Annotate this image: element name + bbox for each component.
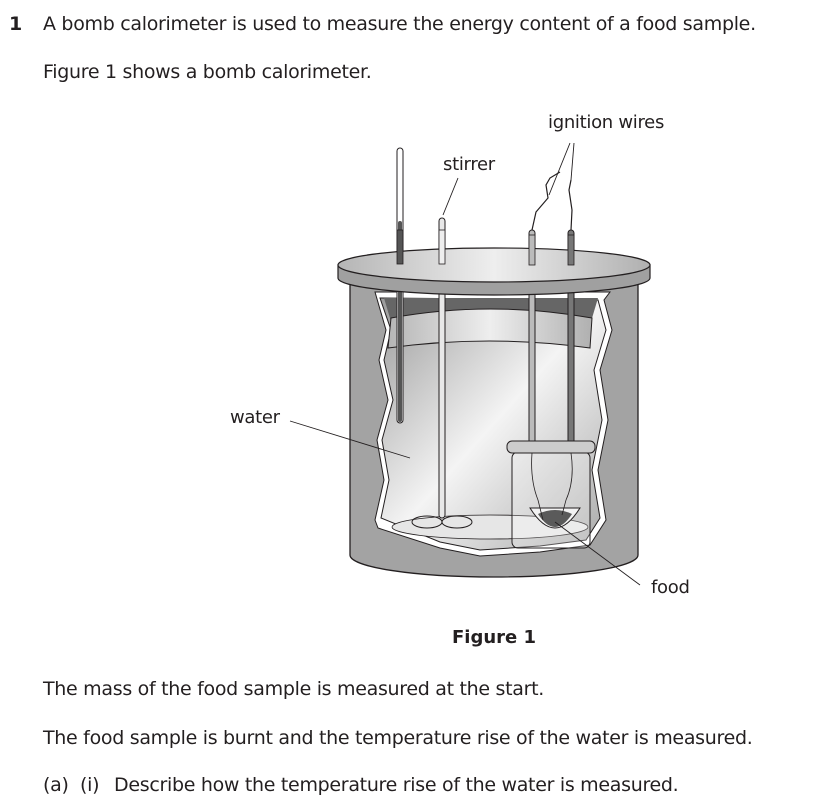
figure-reference: Figure 1 shows a bomb calorimeter. xyxy=(43,61,372,83)
figure-caption: Figure 1 xyxy=(452,627,537,648)
body-line-2: The food sample is burnt and the tempera… xyxy=(43,727,753,749)
question-number: 1 xyxy=(9,13,23,35)
label-ignition-wires: ignition wires xyxy=(548,112,665,133)
label-food: food xyxy=(651,577,690,598)
part-a-i-question: Describe how the temperature rise of the… xyxy=(114,774,679,796)
body-line-1: The mass of the food sample is measured … xyxy=(43,678,545,700)
label-stirrer: stirrer xyxy=(443,154,495,175)
part-i-label: (i) xyxy=(80,774,100,796)
cutaway-water xyxy=(374,291,613,557)
part-a-label: (a) xyxy=(43,774,69,796)
question-intro: A bomb calorimeter is used to measure th… xyxy=(43,13,756,35)
leader-lines xyxy=(289,142,641,586)
crucible-holder xyxy=(506,440,596,549)
food-sample xyxy=(538,510,572,527)
lid xyxy=(337,229,651,296)
label-water: water xyxy=(230,407,280,428)
